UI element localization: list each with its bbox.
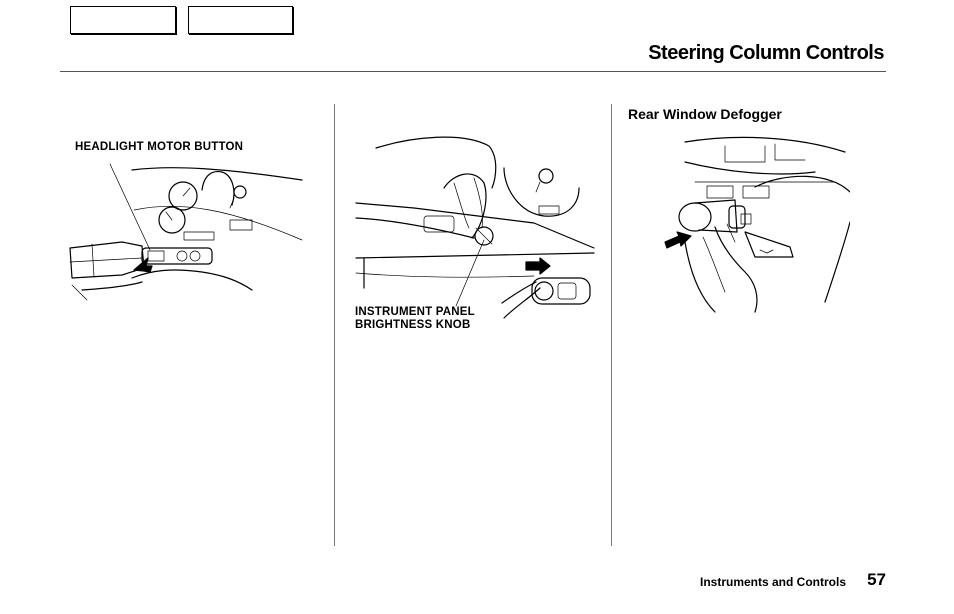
nav-button-1[interactable] (70, 6, 176, 34)
brightness-knob-label: INSTRUMENT PANEL BRIGHTNESS KNOB (355, 306, 475, 332)
page-number: 57 (867, 570, 886, 589)
headlight-motor-button-illustration (69, 163, 303, 301)
headlight-motor-button-label: HEADLIGHT MOTOR BUTTON (75, 141, 244, 153)
column-divider-1 (334, 104, 335, 546)
rear-window-defogger-heading: Rear Window Defogger (628, 106, 782, 122)
rear-window-defogger-illustration (664, 136, 850, 313)
brightness-knob-illustration (355, 136, 595, 319)
brightness-knob-label-line-2: BRIGHTNESS KNOB (355, 319, 471, 331)
header-rule (60, 71, 886, 72)
page-title: Steering Column Controls (648, 42, 884, 64)
brightness-knob-label-line-1: INSTRUMENT PANEL (355, 306, 475, 318)
column-divider-2 (611, 104, 612, 546)
nav-button-2[interactable] (188, 6, 293, 34)
footer-section-name: Instruments and Controls (699, 575, 846, 589)
